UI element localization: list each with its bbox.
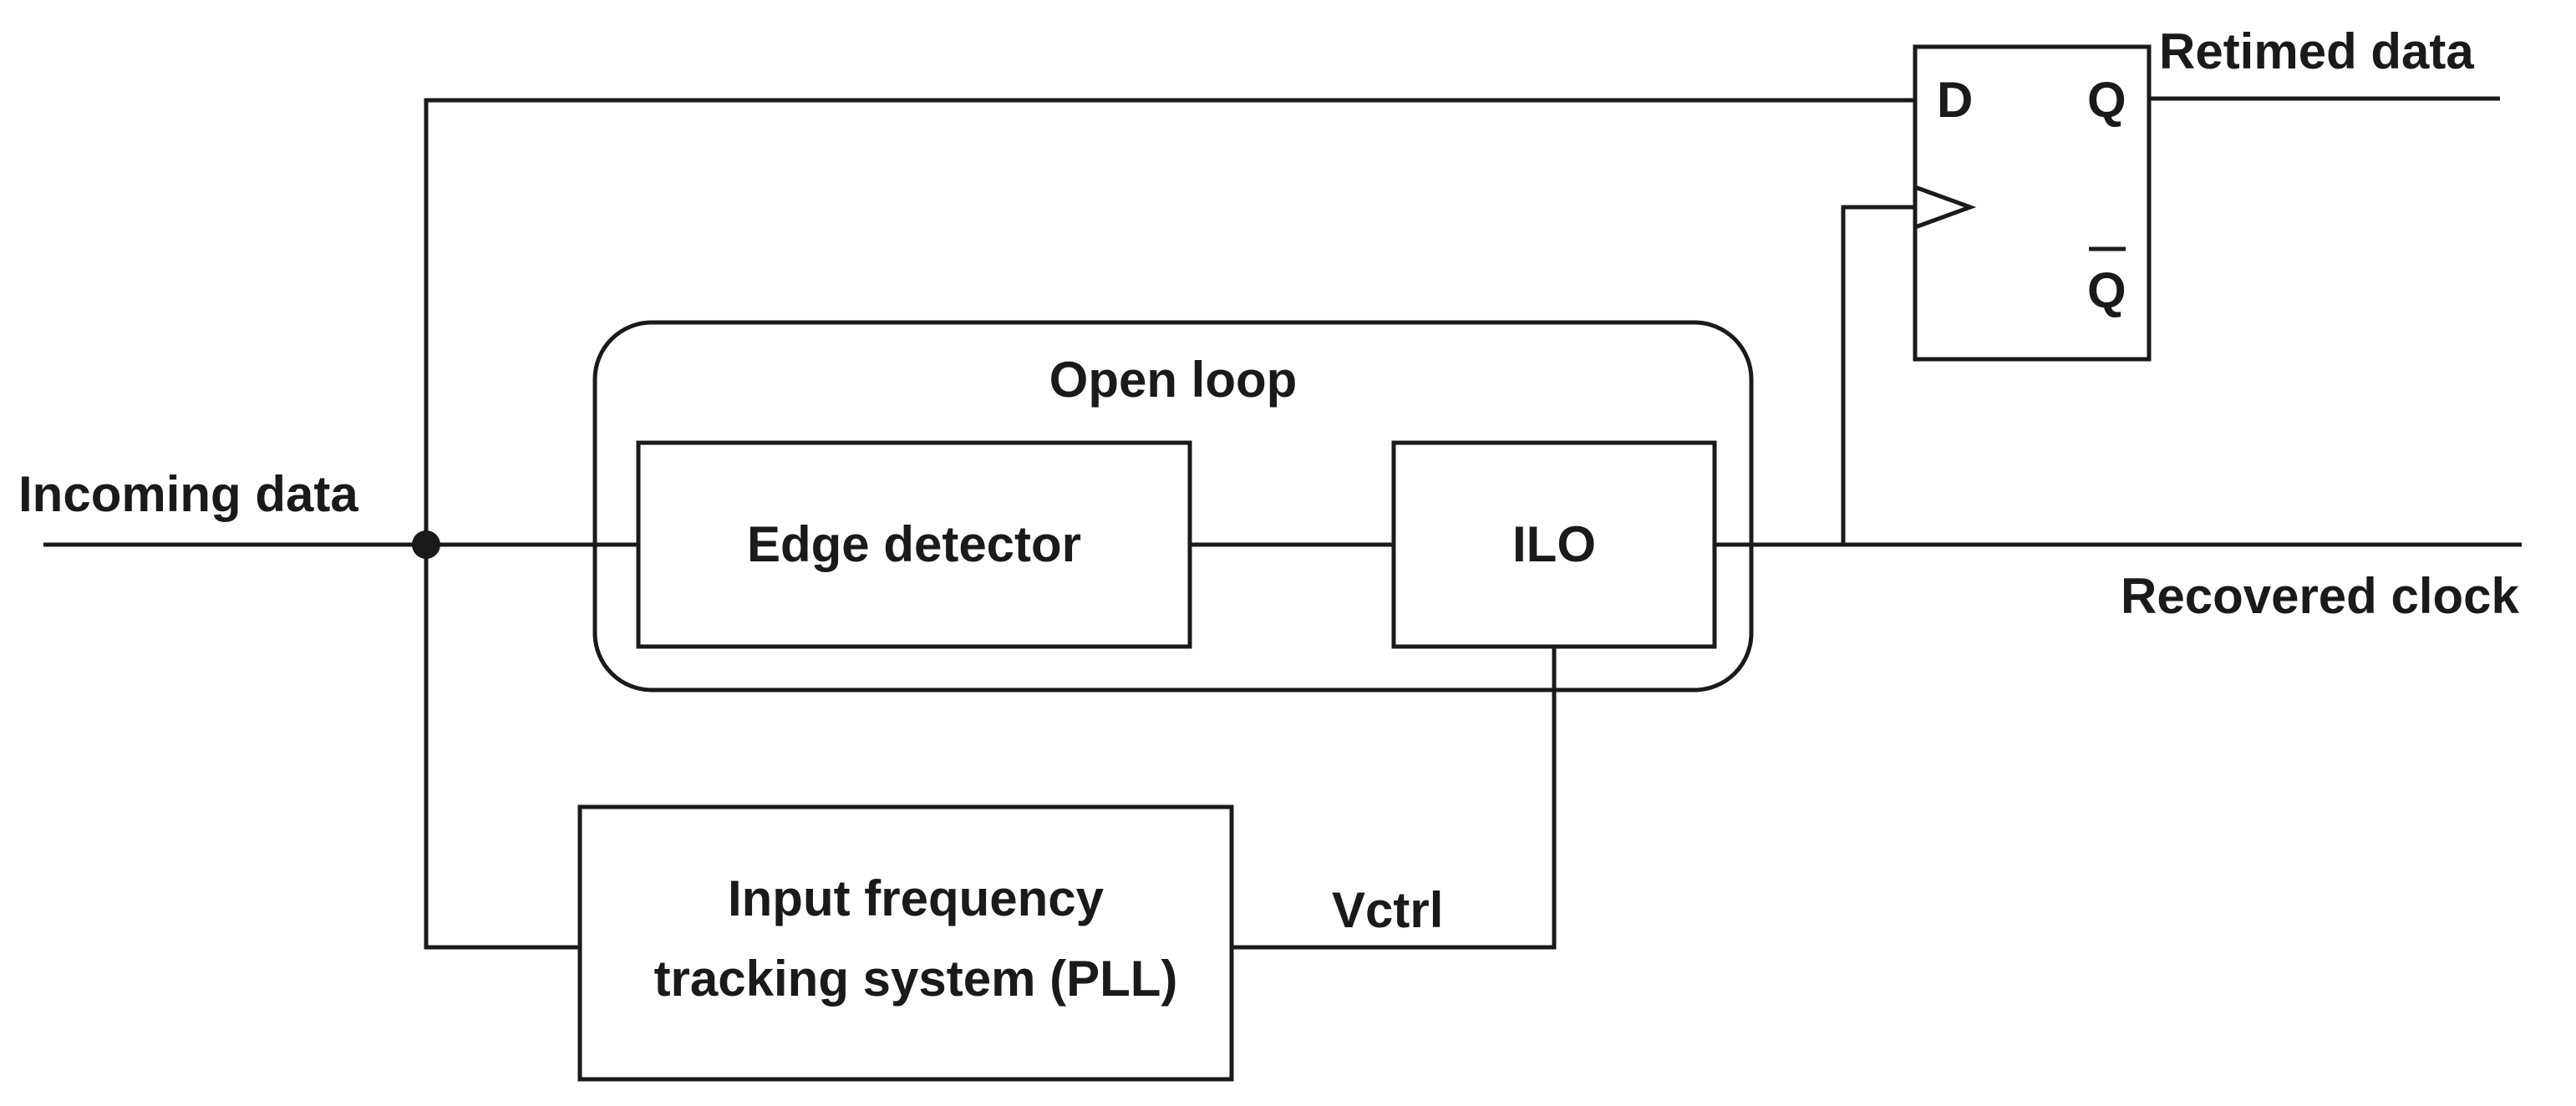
ilo-label: ILO <box>1512 516 1596 572</box>
pll-block <box>577 804 1234 1082</box>
vctrl-wire <box>1232 647 1557 950</box>
flipflop-d-pin: D <box>1937 72 1973 128</box>
pll-label-line1: Input frequency <box>728 870 1105 926</box>
retimed-data-label: Retimed data <box>2159 23 2474 79</box>
edge-detector-label: Edge detector <box>747 516 1081 572</box>
data-to-pll-wire <box>424 545 580 950</box>
vctrl-label: Vctrl <box>1332 882 1443 938</box>
recovered-clock-label: Recovered clock <box>2121 568 2520 624</box>
clock-input-triangle <box>1914 185 1977 230</box>
junction-dot <box>412 530 440 559</box>
incoming-data-label: Incoming data <box>18 466 358 522</box>
open-loop-container <box>592 320 1754 693</box>
flipflop-qbar-pin: Q <box>2087 262 2126 318</box>
clock-to-flipflop-wire <box>1841 205 1915 545</box>
flipflop-q-pin: Q <box>2087 72 2126 128</box>
d-flip-flop <box>1913 44 2152 362</box>
open-loop-label: Open loop <box>1049 352 1298 408</box>
pll-label-line2: tracking system (PLL) <box>654 951 1178 1007</box>
data-to-flipflop-wire <box>424 98 1915 545</box>
